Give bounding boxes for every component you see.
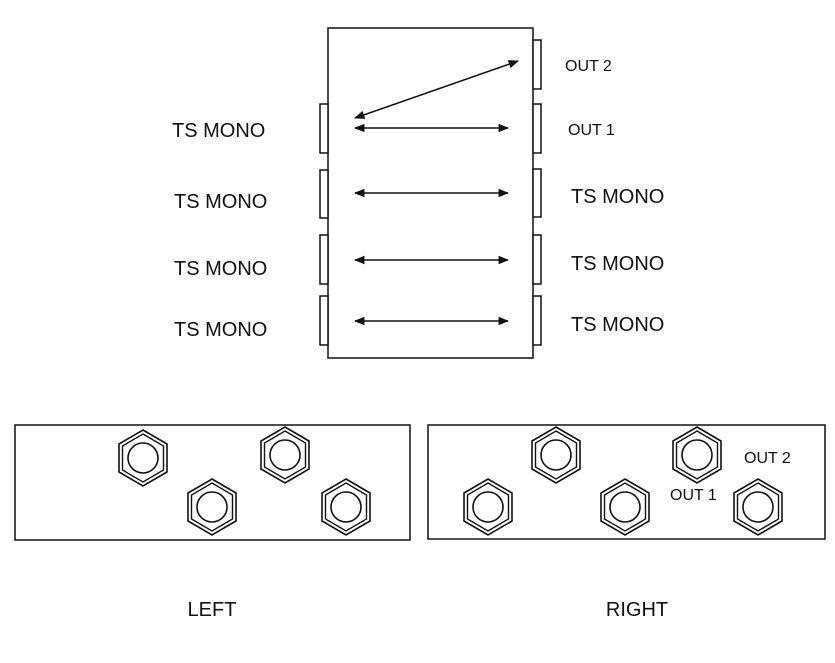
right-jack-label-4: TS MONO	[571, 253, 664, 275]
left-side-panel	[14, 424, 411, 541]
left-jack-label-3: TS MONO	[174, 258, 267, 280]
left-jack-label-4: TS MONO	[174, 319, 267, 341]
right-jack-tab-out2	[532, 39, 542, 90]
right-jack-label-3: TS MONO	[571, 186, 664, 208]
right-jack-tab-5	[532, 295, 542, 346]
left-panel-caption: LEFT	[188, 599, 237, 621]
right-jack-tab-4	[532, 234, 542, 285]
right-panel-caption: RIGHT	[606, 599, 668, 621]
right-jack-tab-out1	[532, 103, 542, 154]
left-jack-label-1: TS MONO	[172, 120, 265, 142]
right-jack-label-out1: OUT 1	[568, 122, 615, 139]
double-arrow-icon	[354, 60, 519, 119]
right-jack-label-5: TS MONO	[571, 314, 664, 336]
left-jack-tab-4	[319, 295, 329, 346]
right-side-panel: OUT 2 OUT 1	[427, 424, 826, 540]
right-jack-tab-3	[532, 168, 542, 218]
pedal-box	[319, 27, 542, 359]
right-jack-label-out2: OUT 2	[565, 58, 612, 75]
left-jack-tab-2	[319, 169, 329, 219]
left-jack-tab-3	[319, 234, 329, 285]
panel-label-out2: OUT 2	[744, 450, 791, 467]
left-jack-label-2: TS MONO	[174, 191, 267, 213]
left-jack-tab-1	[319, 103, 329, 154]
panel-label-out1: OUT 1	[670, 487, 717, 504]
